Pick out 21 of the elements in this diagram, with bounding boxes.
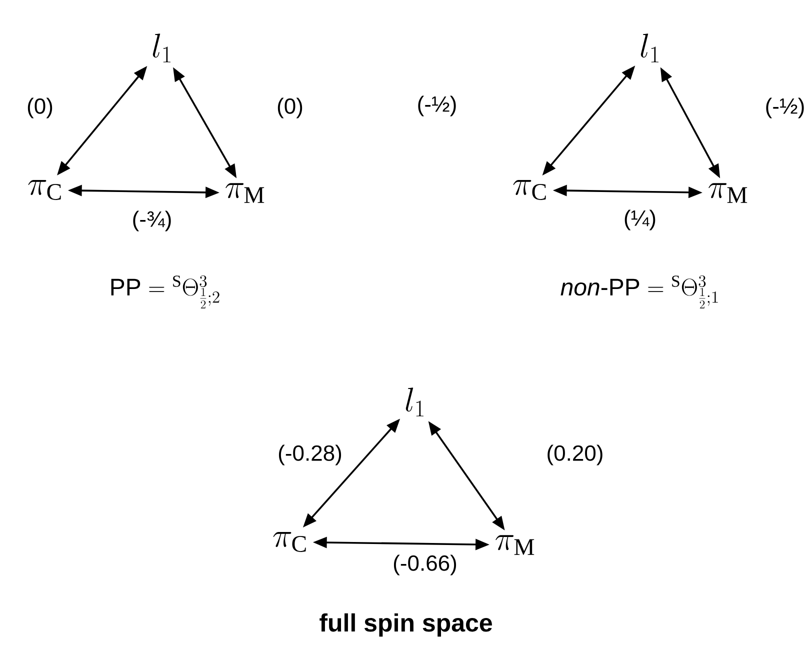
formula-label: $\textsf{PP} = {}^{\mathrm{S}}\Theta^{3}_{\frac{1}{2};2}$ xyxy=(111,276,220,308)
orbital-symbol: $l_1$ xyxy=(406,388,424,416)
edge-label: (-0.66) xyxy=(394,554,456,576)
edge-label: (0.20) xyxy=(548,444,602,466)
caption: full spin space xyxy=(320,613,492,637)
formula-label: $\textsf{\textit{non}-PP} = {}^{\mathrm{S}}\Theta^{3}_{\frac{1}{2};1}$ xyxy=(560,276,718,308)
edge-label: (-¾) xyxy=(133,210,171,232)
orbital-symbol: $\pi_{\mathrm{C}}$ xyxy=(28,180,61,200)
orbital-symbol: $l_1$ xyxy=(152,34,170,62)
edge-label: (0) xyxy=(28,98,52,118)
orbital-symbol: $\pi_{\mathrm{M}}$ xyxy=(496,535,534,555)
edge-label: (-0.28) xyxy=(278,444,342,466)
edge-label: (-½) xyxy=(766,98,804,118)
orbital-symbol: $l_1$ xyxy=(640,34,658,62)
orbital-symbol: $\pi_{\mathrm{C}}$ xyxy=(273,532,306,552)
edge-label: (0) xyxy=(278,98,302,118)
edge-label: (-½) xyxy=(418,96,456,116)
orbital-symbol: $\pi_{\mathrm{M}}$ xyxy=(708,183,748,203)
orbital-symbol: $\pi_{\mathrm{C}}$ xyxy=(513,180,546,200)
edge-label: (¼) xyxy=(624,210,656,230)
orbital-symbol: $\pi_{\mathrm{M}}$ xyxy=(226,183,264,203)
